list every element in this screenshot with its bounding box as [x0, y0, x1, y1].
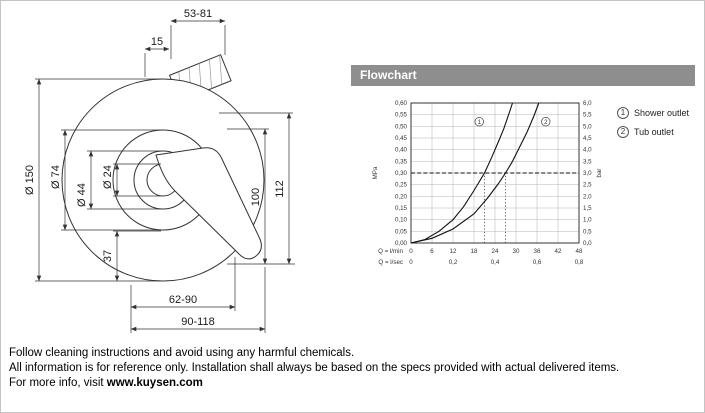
- svg-text:2: 2: [544, 120, 548, 126]
- circled-2-icon: 2: [617, 126, 629, 138]
- svg-text:0,30: 0,30: [395, 170, 408, 177]
- svg-text:0,60: 0,60: [395, 100, 408, 107]
- svg-text:0,25: 0,25: [395, 182, 408, 189]
- mixer-escutcheon: [61, 78, 265, 282]
- svg-text:0,6: 0,6: [533, 259, 542, 266]
- footer-line-3-prefix: For more info, visit: [9, 377, 107, 389]
- svg-text:0,55: 0,55: [395, 112, 408, 119]
- svg-text:0,4: 0,4: [491, 259, 500, 266]
- footer-notes: Follow cleaning instructions and avoid u…: [9, 346, 619, 391]
- dim-top-span: 53-81: [184, 8, 212, 20]
- technical-drawing: 53-81 15 Ø 150 Ø 74 Ø 44 Ø 24 37 100 112…: [24, 8, 295, 333]
- svg-text:0,00: 0,00: [395, 240, 408, 247]
- legend-label-tub: Tub outlet: [634, 127, 674, 137]
- dim-bottom-offset: 37: [102, 250, 114, 262]
- svg-text:0,8: 0,8: [575, 259, 584, 266]
- dim-top-offset: 15: [151, 36, 163, 48]
- svg-text:3,0: 3,0: [583, 170, 592, 177]
- svg-text:5,5: 5,5: [583, 112, 592, 119]
- svg-text:5,0: 5,0: [583, 123, 592, 130]
- dim-span-outer: 90-118: [181, 316, 214, 328]
- svg-text:0: 0: [409, 248, 413, 255]
- svg-text:0: 0: [409, 259, 413, 266]
- svg-text:0,0: 0,0: [583, 240, 592, 247]
- svg-text:1,0: 1,0: [583, 217, 592, 224]
- svg-text:0,15: 0,15: [395, 205, 408, 212]
- svg-text:48: 48: [576, 248, 583, 255]
- svg-text:0,5: 0,5: [583, 228, 592, 235]
- svg-text:36: 36: [534, 248, 541, 255]
- svg-text:24: 24: [492, 248, 499, 255]
- footer-line-1: Follow cleaning instructions and avoid u…: [9, 347, 355, 359]
- dim-sleeve-diameter: Ø 74: [50, 165, 62, 189]
- svg-text:2,0: 2,0: [583, 193, 592, 200]
- svg-text:0,10: 0,10: [395, 217, 408, 224]
- dim-span-inner: 62-90: [169, 294, 197, 306]
- svg-text:0,05: 0,05: [395, 228, 408, 235]
- svg-text:4,5: 4,5: [583, 135, 592, 142]
- legend-item-tub: 2 Tub outlet: [617, 126, 689, 138]
- footer-website: www.kuysen.com: [106, 377, 203, 389]
- svg-text:bar: bar: [596, 169, 603, 178]
- svg-text:18: 18: [471, 248, 478, 255]
- svg-text:3,5: 3,5: [583, 158, 592, 165]
- svg-text:2,5: 2,5: [583, 182, 592, 189]
- flowchart-title-bar: Flowchart: [351, 65, 695, 86]
- svg-text:0,45: 0,45: [395, 135, 408, 142]
- circled-1-icon: 1: [617, 107, 629, 119]
- dim-depth-max: 112: [274, 180, 286, 198]
- chart-legend: 1 Shower outlet 2 Tub outlet: [617, 107, 689, 145]
- svg-text:1: 1: [478, 120, 482, 126]
- svg-text:0,20: 0,20: [395, 193, 408, 200]
- svg-text:0,50: 0,50: [395, 123, 408, 130]
- svg-text:30: 30: [513, 248, 520, 255]
- svg-text:Q = l/min: Q = l/min: [378, 248, 403, 255]
- svg-text:0,2: 0,2: [449, 259, 458, 266]
- flowchart-title: Flowchart: [360, 68, 417, 82]
- svg-text:1,5: 1,5: [583, 205, 592, 212]
- dimension-lines: [35, 18, 295, 333]
- dim-depth-min: 100: [250, 188, 262, 206]
- svg-text:12: 12: [450, 248, 457, 255]
- svg-text:6,0: 6,0: [583, 100, 592, 107]
- mixer-lever-handle: [155, 147, 262, 260]
- svg-text:MPa: MPa: [372, 166, 379, 179]
- footer-line-2: All information is for reference only. I…: [9, 362, 620, 374]
- svg-text:0,35: 0,35: [395, 158, 408, 165]
- footer-line-3: For more info, visit www.kuysen.com: [9, 376, 619, 391]
- svg-text:4,0: 4,0: [583, 147, 592, 154]
- svg-text:6: 6: [430, 248, 434, 255]
- svg-text:42: 42: [555, 248, 562, 255]
- svg-text:Q = l/sec: Q = l/sec: [378, 259, 403, 266]
- dim-ring-diameter: Ø 44: [76, 183, 88, 207]
- svg-text:0,40: 0,40: [395, 147, 408, 154]
- dim-stem-diameter: Ø 24: [102, 165, 114, 189]
- legend-label-shower: Shower outlet: [634, 108, 690, 118]
- legend-item-shower: 1 Shower outlet: [617, 107, 689, 119]
- dim-outer-diameter: Ø 150: [24, 165, 36, 195]
